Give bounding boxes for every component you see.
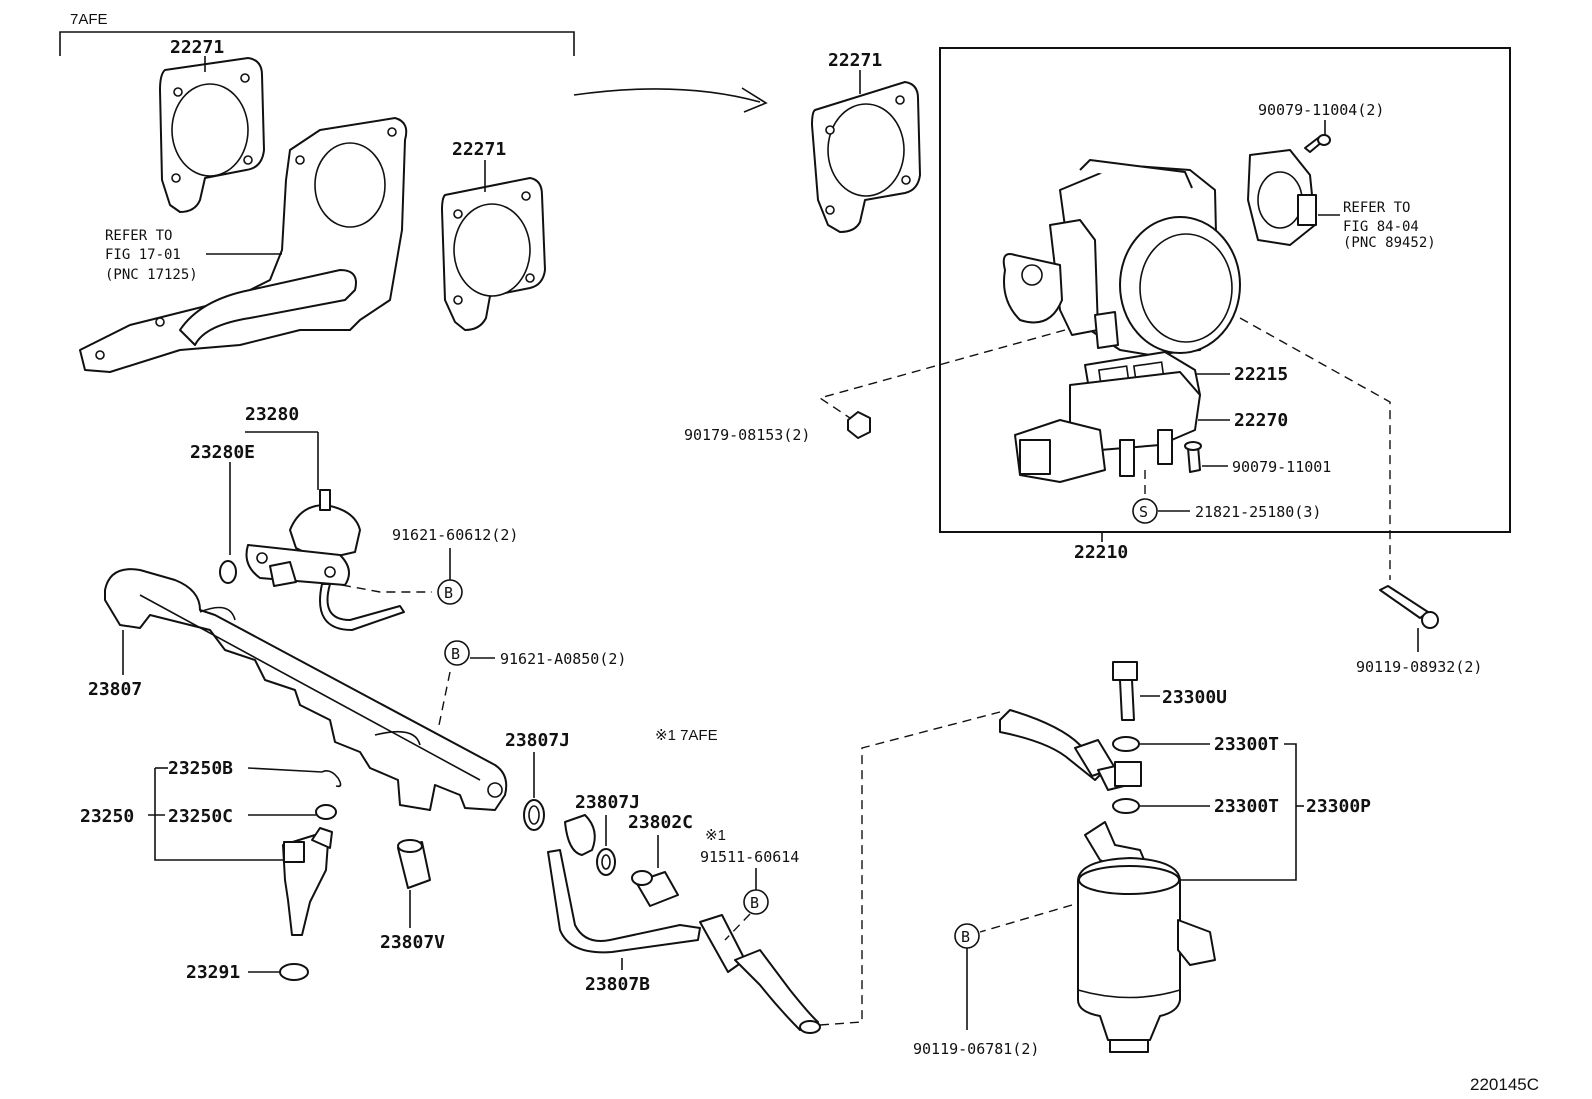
group-7afe: 7AFE: [59, 11, 575, 56]
label-23280: 23280: [245, 404, 299, 425]
label-23280E: 23280E: [190, 442, 255, 463]
refer-17-line2: FIG 17-01: [105, 247, 181, 263]
refer-84-line1: REFER TO: [1343, 200, 1410, 216]
fuel-filter-group: 23300U 23300T 23300T 23300P B 90119-0678…: [913, 661, 1371, 1058]
manifold-stay: REFER TO FIG 17-01 (PNC 17125): [79, 117, 408, 373]
label-90079-11001: 90079-11001: [1232, 458, 1331, 476]
throttle-body-assembly: 22210 90079-11004(2) REFER TO: [939, 47, 1511, 563]
spacer-23807V: 23807V: [380, 839, 445, 953]
label-23807V: 23807V: [380, 932, 445, 953]
label-23807: 23807: [88, 679, 142, 700]
variant-bracket: [59, 31, 575, 56]
refer-17-line1: REFER TO: [105, 228, 172, 244]
label-22271-c: 22271: [828, 50, 882, 71]
label-22210: 22210: [1074, 542, 1128, 563]
label-23802C: 23802C: [628, 812, 693, 833]
insulator-23291: [279, 963, 309, 981]
gasket-22271-left: 22271: [159, 37, 265, 213]
label-91511-60614: 91511-60614: [700, 848, 799, 866]
o-ring-23280E: [219, 560, 237, 584]
fuel-hose-23807B: 23807B 23807J 23802C ※1 91511-60614 B: [547, 711, 1001, 1034]
clip-23250B: [321, 770, 342, 788]
label-23807J-b: 23807J: [575, 792, 640, 813]
label-23300T-b: 23300T: [1214, 796, 1279, 817]
variant-note: 7AFE: [70, 11, 108, 28]
label-23300P: 23300P: [1306, 796, 1371, 817]
label-90079-11004: 90079-11004(2): [1258, 101, 1384, 119]
assembly-box: [939, 47, 1511, 533]
label-91621-60612: 91621-60612(2): [392, 526, 518, 544]
label-23250C: 23250C: [168, 806, 233, 827]
label-90119-06781: 90119-06781(2): [913, 1040, 1039, 1058]
label-90119-08932: 90119-08932(2): [1356, 658, 1482, 676]
marker-b-regulator-text: B: [444, 584, 453, 602]
washer-23300T-b: [1112, 798, 1140, 814]
refer-84-line3: (PNC 89452): [1343, 235, 1436, 251]
nut-90179-08153: 90179-08153(2): [684, 329, 1066, 444]
label-23250: 23250: [80, 806, 134, 827]
label-90179-08153: 90179-08153(2): [684, 426, 810, 444]
marker-b-filter-text: B: [961, 928, 970, 946]
injector-group: 23250 23250B 23250C 23291: [80, 758, 342, 983]
bolt-90119-08932: 90119-08932(2): [1239, 317, 1482, 676]
refer-17-line3: (PNC 17125): [105, 267, 198, 283]
figure-reference: 220145C: [1470, 1075, 1539, 1094]
mark-1: ※1: [705, 827, 726, 844]
gasket-23807J-a: 23807J: [505, 730, 570, 831]
marker-s: [1132, 498, 1158, 524]
transition-arrow: [573, 87, 768, 113]
marker-s-text: S: [1139, 503, 1148, 521]
label-23250B: 23250B: [168, 758, 233, 779]
label-22270: 22270: [1234, 410, 1288, 431]
label-23300T-a: 23300T: [1214, 734, 1279, 755]
gasket-22271-middle: 22271: [441, 139, 546, 331]
label-21821-25180: 21821-25180(3): [1195, 503, 1321, 521]
pressure-regulator: 23280 23280E B 91621-60612(2): [190, 404, 518, 631]
label-23807J-a: 23807J: [505, 730, 570, 751]
label-22215: 22215: [1234, 364, 1288, 385]
marker-b-hose: [743, 889, 769, 915]
footnote: ※1 7AFE: [655, 727, 718, 744]
o-ring-23250C: [315, 804, 337, 820]
label-23807B: 23807B: [585, 974, 650, 995]
label-23300U: 23300U: [1162, 687, 1227, 708]
marker-b-pipe: [444, 640, 470, 666]
label-91621-A0850: 91621-A0850(2): [500, 650, 626, 668]
label-23291: 23291: [186, 962, 240, 983]
delivery-pipe: 23807 B 91621-A0850(2): [88, 568, 626, 811]
label-22271-a: 22271: [170, 37, 224, 58]
marker-b-pipe-text: B: [451, 645, 460, 663]
label-22271-b: 22271: [452, 139, 506, 160]
washer-23300T-a: [1112, 736, 1140, 752]
marker-b-hose-text: B: [750, 894, 759, 912]
refer-84-line2: FIG 84-04: [1343, 219, 1419, 235]
gasket-22271-right: 22271: [811, 50, 921, 233]
